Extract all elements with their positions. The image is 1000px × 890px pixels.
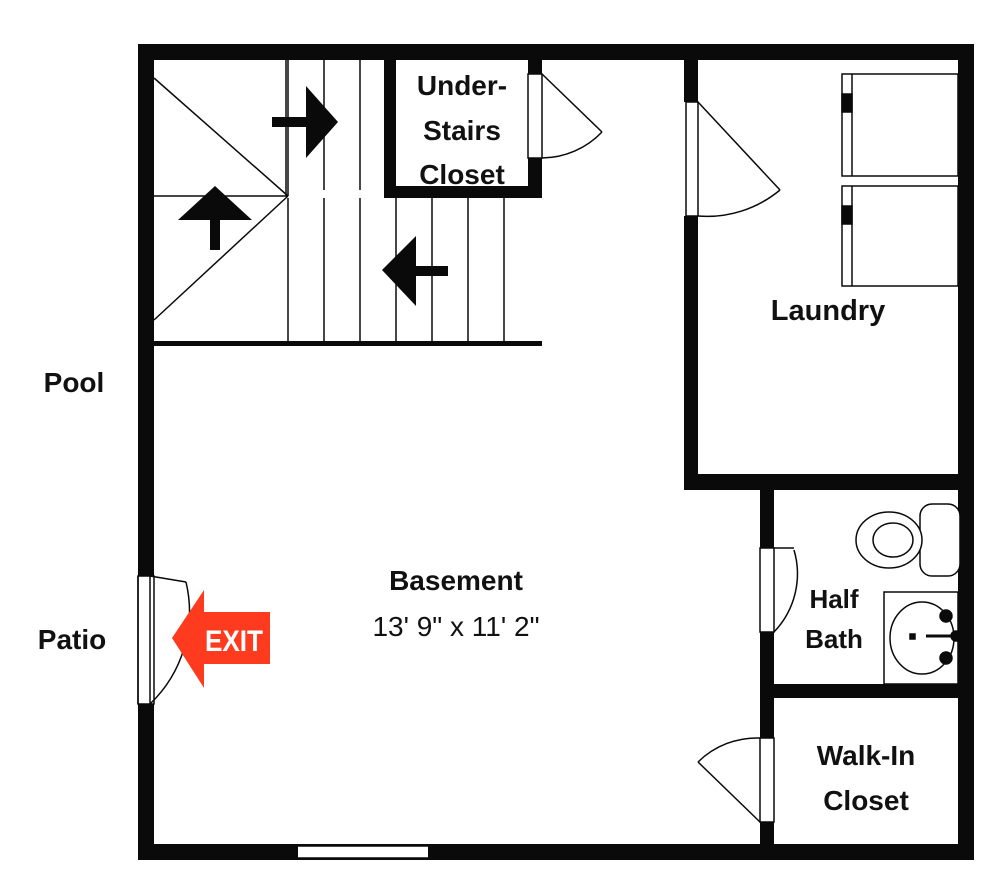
south-wall bbox=[138, 844, 974, 860]
laundry-door bbox=[685, 101, 781, 218]
toilet-icon bbox=[855, 503, 961, 577]
north-wall bbox=[138, 44, 974, 60]
walkin-closet-door bbox=[697, 737, 775, 823]
closet-right-wall-bottom bbox=[528, 158, 542, 198]
interior-walls bbox=[384, 44, 974, 860]
outside-labels: Pool Patio bbox=[38, 367, 106, 655]
laundry-label: Laundry bbox=[771, 295, 885, 327]
half-bath-label-line2: Bath bbox=[805, 624, 863, 654]
pool-label: Pool bbox=[44, 367, 105, 398]
stair-arrows bbox=[178, 86, 448, 306]
bath-west-wall-top bbox=[760, 474, 774, 548]
exit-arrow-shape bbox=[172, 590, 270, 688]
exit-arrow-icon: EXIT bbox=[172, 590, 270, 688]
bath-door bbox=[759, 547, 799, 633]
closet-left-wall bbox=[384, 44, 396, 194]
dryer bbox=[841, 185, 959, 287]
under-stairs-closet-label-line3: Closet bbox=[419, 159, 505, 190]
closet-door bbox=[527, 73, 603, 159]
walk-in-closet-label-line1: Walk-In bbox=[817, 740, 916, 771]
patio-door bbox=[137, 575, 191, 705]
east-wall bbox=[958, 44, 974, 860]
exit-label: EXIT bbox=[205, 625, 263, 658]
west-wall-upper bbox=[138, 44, 154, 576]
closet-right-wall-top bbox=[528, 44, 542, 74]
doors bbox=[137, 73, 799, 823]
basement-label: Basement bbox=[389, 565, 523, 596]
bath-south-wall bbox=[760, 684, 974, 698]
basement-dimensions: 13' 9" x 11' 2" bbox=[372, 611, 539, 642]
closet-bottom-wall bbox=[384, 186, 542, 198]
washer bbox=[841, 73, 959, 177]
patio-label: Patio bbox=[38, 624, 106, 655]
sink-icon bbox=[883, 591, 962, 685]
room-labels: Under- Stairs Closet Laundry Basement 13… bbox=[372, 70, 915, 816]
south-window bbox=[298, 845, 428, 859]
arrow-right-icon bbox=[272, 86, 338, 158]
arrow-up-icon bbox=[178, 186, 252, 250]
closet-west-wall-bottom bbox=[760, 822, 774, 860]
laundry-west-wall-bottom bbox=[684, 216, 698, 490]
laundry-south-wall bbox=[684, 474, 974, 490]
laundry-west-wall-top bbox=[684, 44, 698, 102]
under-stairs-closet-label-line2: Stairs bbox=[423, 115, 501, 146]
under-stairs-closet-label-line1: Under- bbox=[417, 70, 507, 101]
arrow-left-icon bbox=[382, 236, 448, 306]
walk-in-closet-label-line2: Closet bbox=[823, 785, 909, 816]
west-wall-lower bbox=[138, 704, 154, 860]
half-bath-label-line1: Half bbox=[809, 584, 858, 614]
